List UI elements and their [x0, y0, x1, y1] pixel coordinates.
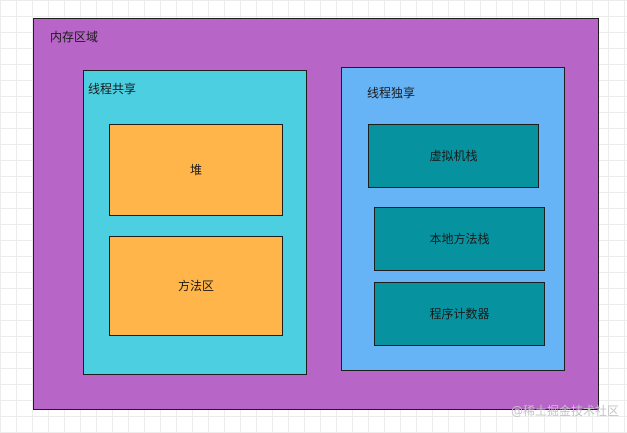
method-area-box: 方法区 — [109, 236, 283, 336]
program-counter-box: 程序计数器 — [374, 282, 545, 346]
heap-box: 堆 — [109, 124, 283, 216]
thread-private-label: 线程独享 — [367, 86, 416, 100]
native-method-stack-box: 本地方法栈 — [374, 207, 545, 271]
vm-stack-box: 虚拟机栈 — [368, 124, 539, 188]
watermark: @稀土掘金技术社区 — [510, 404, 619, 418]
thread-shared-label: 线程共享 — [88, 82, 137, 96]
memory-region-label: 内存区域 — [50, 30, 99, 44]
